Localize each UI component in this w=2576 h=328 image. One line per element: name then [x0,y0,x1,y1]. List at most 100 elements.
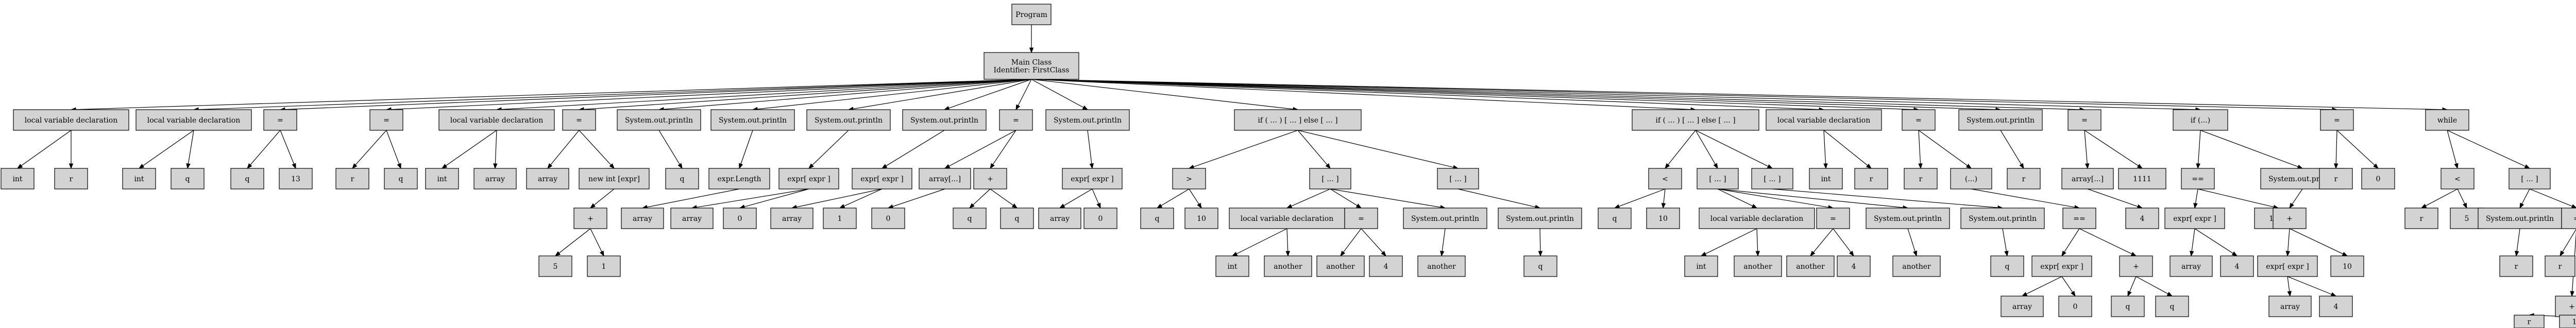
tree-node-n90: q [2155,296,2189,317]
tree-node-n81: = [1902,109,1936,131]
edge-n51-n52 [1231,228,1287,256]
tree-node-n66: [ ... ] [1697,168,1739,189]
tree-node-n36: = [999,109,1033,131]
node-label: array [682,215,702,223]
node-label: 4 [2334,303,2338,311]
edge-n33-n35 [839,188,883,209]
tree-node-n120: r [2545,255,2575,277]
edge-n37-n38 [887,188,945,209]
node-label: expr[ expr ] [787,175,831,183]
edge-n20-n21 [554,228,591,256]
edge-n63-n64 [1614,188,1666,209]
edge-n84-n85 [2061,228,2080,257]
edge-n1-n78 [1031,79,1825,112]
tree-node-n38: 0 [871,208,905,229]
tree-node-n5: local variable declaration [135,109,252,131]
tree-node-n53: another [1264,255,1312,277]
node-label: == [2073,215,2085,223]
edge-n43-n45 [1092,188,1101,209]
node-label: 5 [2465,215,2469,223]
node-label: array[...] [2072,175,2104,183]
node-label: q [185,175,190,183]
tree-node-n97: if (...) [2173,109,2228,131]
node-label: = [277,116,283,125]
node-label: System.out.println [719,116,787,125]
edge-n67-n69 [1755,228,1760,257]
node-label: expr[ expr ] [1071,175,1114,183]
edge-n32-n33 [881,130,945,169]
tree-node-n67: local variable declaration [1699,208,1815,229]
tree-node-n113: < [2441,168,2475,189]
edge-n50-n57 [1330,188,1446,210]
edge-n113-n114 [2420,188,2458,209]
tree-node-n6: int [122,168,156,189]
tree-node-n49: 10 [1184,208,1218,229]
edge-n46-n59 [1297,130,1459,169]
tree-node-n16: array [473,168,517,189]
node-label: if ( ... ) [ ... ] else [ ... ] [1655,116,1735,125]
node-label: array [782,215,802,223]
edge-n28-n29 [808,130,849,169]
node-label: q [399,175,403,183]
node-label: + [987,175,993,183]
edge-n57-n58 [1440,228,1446,257]
tree-node-n63: < [1648,168,1682,189]
node-label: [ ... ] [1709,175,1726,183]
tree-node-n3: int [1,168,35,189]
node-label: < [2454,175,2461,183]
edge-n105-n106 [2287,276,2292,297]
edge-n50-n54 [1330,188,1362,209]
node-label: if (...) [2191,116,2210,125]
edge-n98-n99 [2193,188,2198,209]
tree-node-n14: local variable declaration [438,109,555,131]
tree-node-n33: expr[ expr ] [852,168,912,189]
tree-node-n119: = [2561,208,2576,229]
node-label: local variable declaration [1710,215,1803,223]
tree-node-n12: r [335,168,369,189]
tree-node-n35: 1 [823,208,857,229]
tree-node-n65: 10 [1646,208,1680,229]
edge-n63-n65 [1661,188,1666,209]
edge-n54-n55 [1340,228,1362,257]
tree-node-n56: 4 [1369,255,1403,277]
tree-node-n9: q [230,168,264,189]
tree-node-n30: array [670,208,714,229]
tree-node-n51: local variable declaration [1229,208,1345,229]
node-label: [ ... ] [1449,175,1466,183]
node-label: 4 [2140,215,2145,223]
tree-node-n115: 5 [2450,208,2484,229]
tree-node-n72: 4 [1837,255,1871,277]
tree-node-n29: expr[ expr ] [778,168,839,189]
tree-node-n88: + [2119,255,2153,277]
tree-node-n64: q [1598,208,1632,229]
node-label: local variable declaration [1777,116,1870,125]
edge-n43-n44 [1059,188,1093,209]
edge-n85-n87 [2061,276,2076,297]
node-label: q [680,175,685,183]
node-label: int [1821,175,1831,183]
tree-node-n31: 0 [723,208,757,229]
node-label: q [245,175,250,183]
edge-n103-n104 [2289,188,2303,209]
node-label: System.out.println [625,116,693,125]
edge-n99-n100 [2190,228,2195,257]
edge-n84-n88 [2079,228,2137,256]
edge-n66-n67 [1717,188,1758,209]
node-label: another [1902,263,1931,271]
edge-n47-n48 [1156,188,1190,209]
node-label: q [2005,263,2010,271]
node-label: + [587,215,594,223]
edge-n62-n63 [1665,130,1696,169]
tree-node-n59: [ ... ] [1437,168,1479,189]
node-label: Identifier: FirstClass [994,66,1070,75]
node-label: r [2515,263,2518,271]
node-label: r [2558,263,2562,271]
edge-n11-n13 [386,130,401,169]
node-label: int [437,175,447,183]
node-label: r [1870,175,1873,183]
tree-node-n40: q [953,208,987,229]
edge-n81-n82 [1918,130,1923,169]
tree-node-n98: == [2181,168,2215,189]
node-label: = [1358,215,1364,223]
